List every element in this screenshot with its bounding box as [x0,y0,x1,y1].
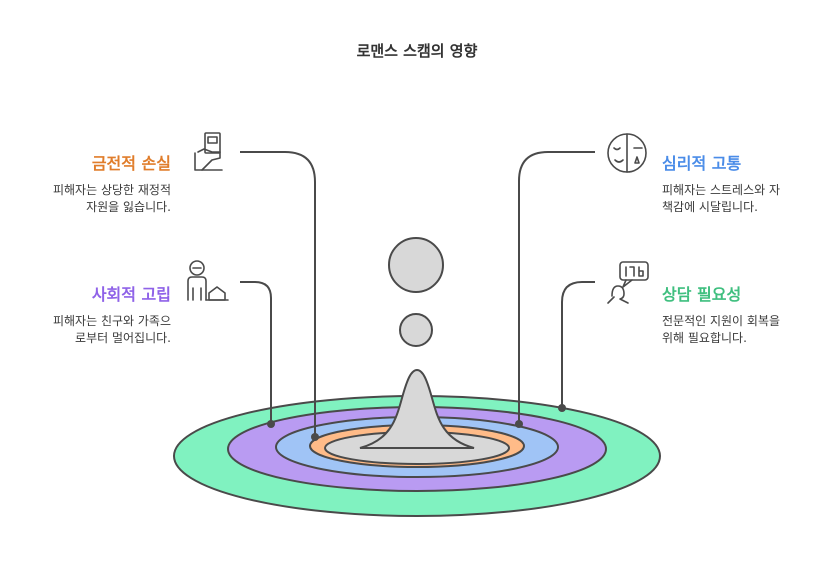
diagram-title: 로맨스 스캠의 영향 [356,42,478,60]
psychological-distress-description: 피해자는 스트레스와 자 책감에 시달립니다. [662,182,822,216]
financial-loss-line-1: 피해자는 상당한 재정적 [52,183,171,197]
social-isolation-line-2: 로부터 멀어집니다. [75,331,171,345]
financial-loss-description: 피해자는 상당한 재정적 자원을 잃습니다. [21,182,171,216]
money-hand-icon [194,132,223,171]
connector-dot-financial [311,433,319,441]
drop-small [399,313,433,347]
psychological-distress-heading: 심리적 고통 [662,154,742,173]
financial-loss-heading: 금전적 손실 [91,154,171,173]
psychological-distress-line-2: 책감에 시달립니다. [662,200,758,214]
sad-face-icon [607,133,647,173]
drop-large [388,237,444,293]
connector-dot-psychological [515,420,523,428]
splash-peak [359,368,475,449]
connector-support [561,281,595,408]
social-isolation-line-1: 피해자는 친구와 가족으 [52,314,171,328]
connector-dot-support [558,404,566,412]
counseling-need-description: 전문적인 지원이 회복을 위해 필요합니다. [662,313,822,347]
financial-loss-line-2: 자원을 잃습니다. [86,200,171,214]
psychological-distress-line-1: 피해자는 스트레스와 자 [662,183,781,197]
counseling-bubble-icon [607,261,649,304]
social-isolation-heading: 사회적 고립 [91,285,171,304]
connector-financial [240,151,316,437]
connector-psychological [518,151,595,424]
counseling-need-heading: 상담 필요성 [662,285,742,304]
counseling-need-line-1: 전문적인 지원이 회복을 [662,314,781,328]
counseling-need-line-2: 위해 필요합니다. [662,331,747,345]
isolated-person-icon [187,260,229,301]
connector-dot-social [267,420,275,428]
social-isolation-description: 피해자는 친구와 가족으 로부터 멀어집니다. [21,313,171,347]
connector-social [240,281,272,424]
